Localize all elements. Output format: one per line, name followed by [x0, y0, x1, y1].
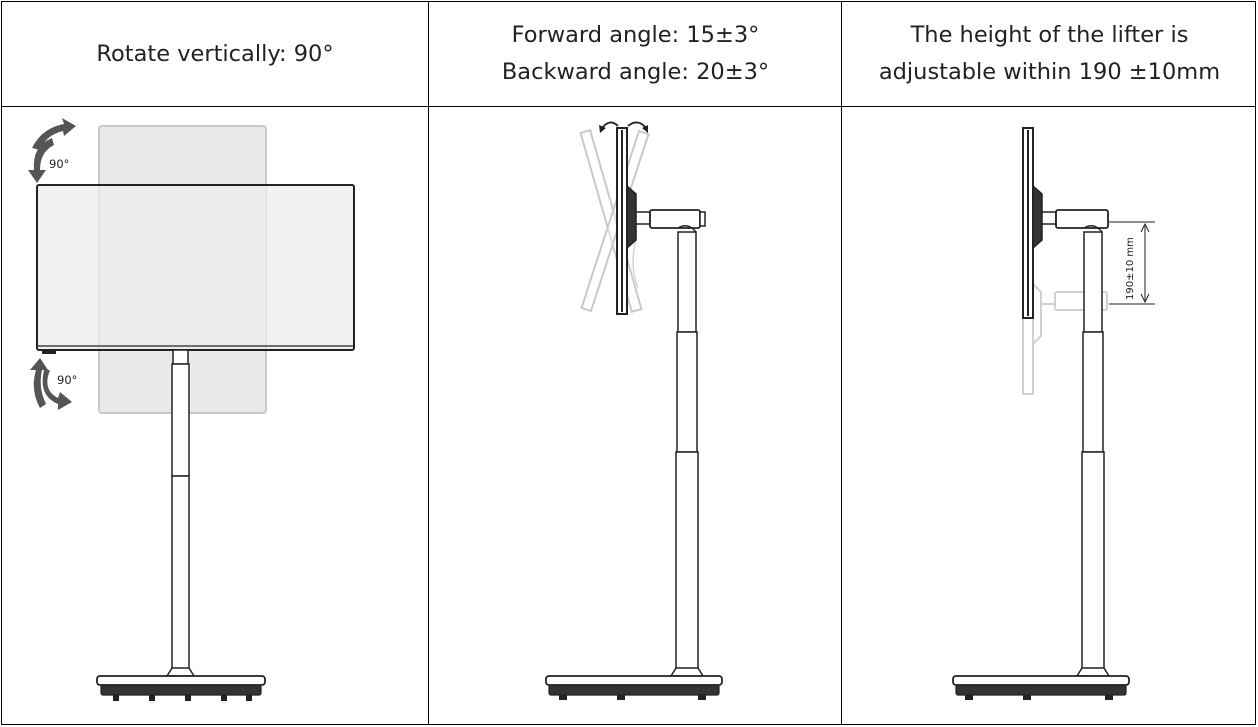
- stand-pole-upper: [1083, 231, 1103, 333]
- screen-edge: [621, 130, 623, 312]
- lift-diagram: 190±10 mm: [952, 127, 1155, 700]
- lift-illustration: 190±10 mm: [843, 108, 1256, 724]
- rotate-arrow-bottom-icon: [30, 358, 72, 410]
- header-lift-line-2: adjustable within 190 ±10mm: [878, 59, 1221, 85]
- column-divider-1: [428, 1, 429, 725]
- stand-base-top: [96, 675, 266, 686]
- stand-base-top: [952, 675, 1130, 686]
- tilt-diagram: [545, 121, 723, 700]
- stand-pole-middle: [676, 331, 698, 453]
- base-foot-4: [221, 695, 227, 701]
- header-rotate: Rotate vertically: 90°: [2, 2, 428, 106]
- base-foot-3: [185, 695, 191, 701]
- header-lift: The height of the lifter is adjustable w…: [843, 2, 1256, 106]
- base-foot-2: [149, 695, 155, 701]
- tilt-illustration: [430, 108, 841, 724]
- screen-mount: [1032, 184, 1043, 250]
- stand-pole-lower: [675, 451, 699, 677]
- mount-joint: [635, 211, 651, 225]
- header-tilt-line-2: Backward angle: 20±3°: [501, 59, 770, 85]
- pole-collar: [165, 667, 196, 677]
- header-lift-line-1: The height of the lifter is: [910, 22, 1189, 48]
- base-foot-5: [246, 695, 252, 701]
- header-divider: [1, 106, 1256, 107]
- stand-pole-middle: [1082, 331, 1104, 453]
- tilt-arrows-icon: [601, 121, 647, 129]
- rotate-illustration: 90° 90°: [2, 108, 428, 724]
- stand-pole-upper: [677, 231, 697, 333]
- stand-arm: [1055, 209, 1109, 229]
- stand-arm: [649, 209, 701, 229]
- bottom-angle-label: 90°: [57, 373, 77, 387]
- stand-neck: [172, 349, 189, 365]
- rotate-diagram: 90° 90°: [28, 118, 355, 701]
- header-tilt-line-1: Forward angle: 15±3°: [511, 22, 760, 48]
- stand-pole-lower: [1081, 451, 1105, 677]
- header-rotate-line-1: Rotate vertically: 90°: [96, 40, 334, 67]
- column-divider-2: [841, 1, 842, 725]
- stand-pole-lower: [171, 475, 190, 677]
- rotate-arrow-top-icon: [28, 118, 76, 183]
- landscape-screen: [36, 184, 355, 351]
- pole-collar: [669, 667, 705, 677]
- top-angle-label: 90°: [49, 157, 69, 171]
- screen-button: [42, 350, 56, 354]
- screen-mount: [626, 184, 637, 250]
- stand-base-body: [955, 684, 1127, 696]
- stand-base-body: [548, 684, 720, 696]
- stand-pole-upper: [171, 363, 190, 477]
- base-foot-1: [113, 695, 119, 701]
- height-dimension: [1109, 221, 1155, 305]
- header-tilt: Forward angle: 15±3° Backward angle: 20±…: [430, 2, 841, 106]
- stand-base-body: [100, 684, 262, 696]
- height-range-label: 190±10 mm: [1125, 237, 1136, 300]
- stand-base-top: [545, 675, 723, 686]
